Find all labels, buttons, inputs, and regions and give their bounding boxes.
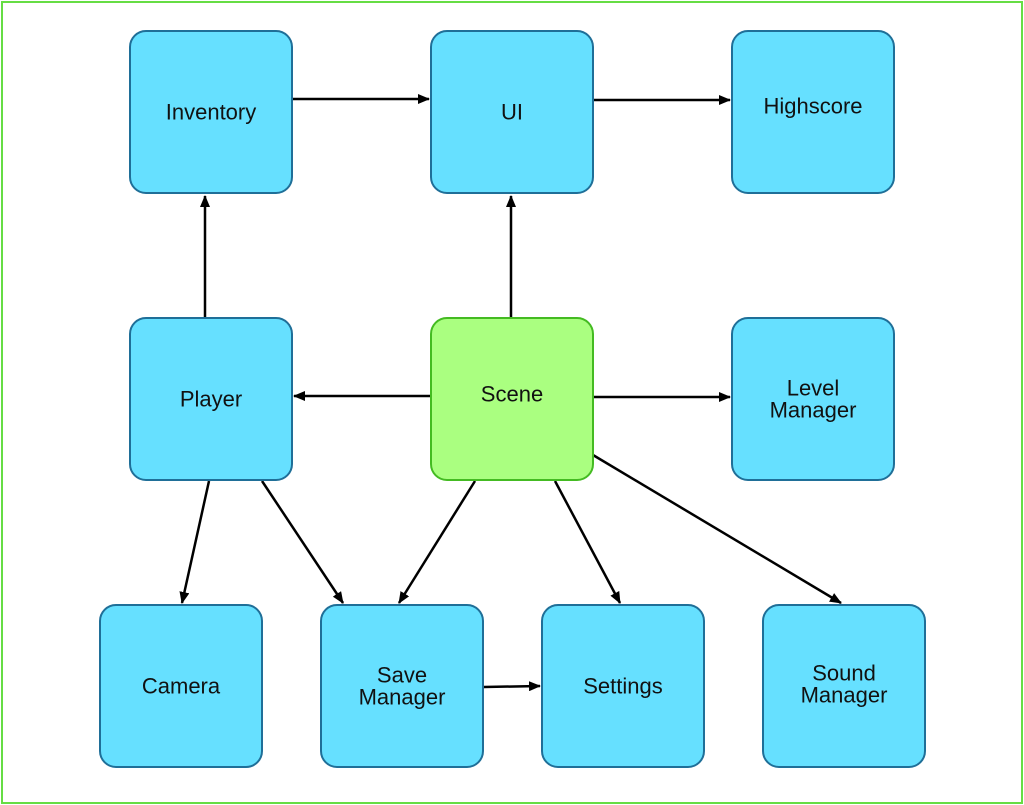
node-label: Manager (359, 685, 446, 710)
node-ui[interactable]: UI (430, 30, 594, 194)
node-settings[interactable]: Settings (541, 604, 705, 768)
node-label: Scene (481, 382, 543, 407)
node-label: Manager (770, 398, 857, 423)
node-label: Highscore (763, 94, 862, 119)
node-inventory[interactable]: Inventory (129, 30, 293, 194)
edge-scene-to-save-manager (397, 480, 477, 604)
edge-scene-to-sound-manager (592, 453, 842, 605)
node-box (430, 30, 594, 194)
node-box (762, 604, 926, 768)
node-label: Camera (142, 674, 221, 699)
node-box (129, 317, 293, 481)
node-label: Level (787, 376, 840, 401)
node-player[interactable]: Player (129, 317, 293, 481)
node-label: UI (501, 100, 523, 125)
node-box (541, 604, 705, 768)
edge-save-manager-to-settings (483, 681, 541, 692)
node-label: Settings (583, 674, 663, 699)
node-label: Sound (812, 661, 876, 686)
edges-layer (179, 94, 842, 692)
node-box (731, 30, 895, 194)
edge-player-to-save-manager (260, 480, 345, 604)
edge-scene-to-settings (553, 480, 622, 604)
node-scene[interactable]: Scene (430, 317, 594, 481)
node-box (320, 604, 484, 768)
node-box (129, 30, 293, 194)
node-highscore[interactable]: Highscore (731, 30, 895, 194)
node-label: Player (180, 387, 242, 412)
node-label: Save (377, 663, 427, 688)
node-box (99, 604, 263, 768)
node-box (430, 317, 594, 481)
node-label: Inventory (166, 100, 257, 125)
node-label: Manager (801, 683, 888, 708)
node-camera[interactable]: Camera (99, 604, 263, 768)
node-box (731, 317, 895, 481)
edge-player-to-camera (179, 480, 211, 604)
